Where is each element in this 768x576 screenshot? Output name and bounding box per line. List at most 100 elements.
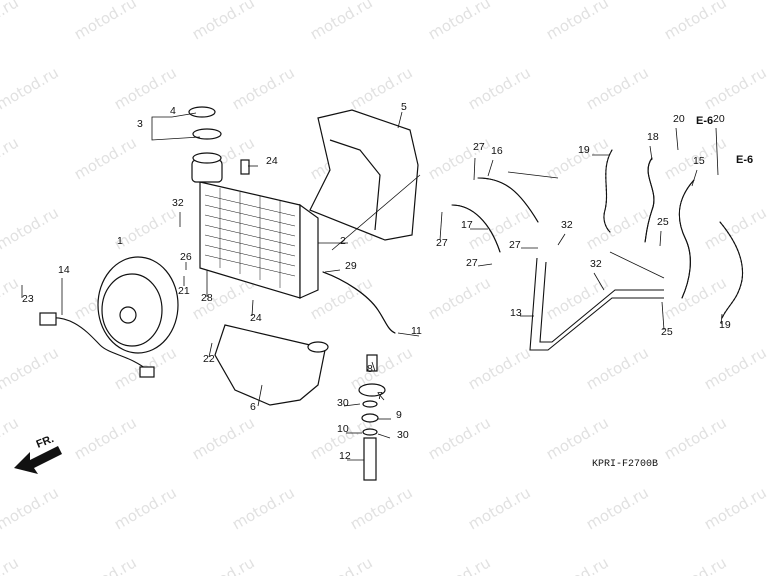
- leader-line: [659, 230, 662, 247]
- callout-32: 32: [561, 219, 573, 231]
- watermark-text: motod.ru: [543, 273, 612, 323]
- watermark-text: motod.ru: [0, 63, 62, 113]
- callout-5: 5: [401, 101, 407, 113]
- watermark-text: motod.ru: [543, 0, 612, 43]
- watermark-text: motod.ru: [71, 133, 140, 183]
- leader-line: [473, 157, 476, 181]
- watermark-text: motod.ru: [71, 0, 140, 43]
- callout-32: 32: [590, 258, 602, 270]
- watermark-text: motod.ru: [425, 0, 494, 43]
- watermark-text: motod.ru: [0, 553, 22, 576]
- watermark-text: motod.ru: [701, 203, 768, 253]
- callout-18: 18: [647, 131, 659, 143]
- watermark-text: motod.ru: [0, 203, 62, 253]
- leader-line: [691, 169, 698, 187]
- watermark-text: motod.ru: [71, 553, 140, 576]
- leader-line: [151, 116, 201, 141]
- leader-line: [593, 272, 605, 291]
- callout-2: 2: [340, 235, 346, 247]
- watermark-text: motod.ru: [111, 483, 180, 533]
- leader-line: [675, 127, 679, 151]
- leader-line: [397, 111, 403, 129]
- leader-line: [377, 433, 391, 439]
- watermark-text: motod.ru: [701, 343, 768, 393]
- watermark-text: motod.ru: [543, 133, 612, 183]
- callout-25: 25: [657, 216, 669, 228]
- watermark-text: motod.ru: [465, 483, 534, 533]
- callout-17: 17: [461, 219, 473, 231]
- leader-line: [439, 211, 443, 241]
- watermark-text: motod.ru: [661, 273, 730, 323]
- leader-line: [251, 299, 254, 317]
- hose-18: [644, 157, 655, 243]
- watermark-text: motod.ru: [583, 483, 652, 533]
- callout-16: 16: [491, 145, 503, 157]
- callout-e-6: E-6: [736, 154, 753, 166]
- callout-19: 19: [719, 319, 731, 331]
- direction-label: FR.: [35, 433, 56, 451]
- watermark-text: motod.ru: [189, 553, 258, 576]
- callout-22: 22: [203, 353, 215, 365]
- callout-14: 14: [58, 264, 70, 276]
- callout-24: 24: [250, 312, 262, 324]
- watermark-text: motod.ru: [189, 413, 258, 463]
- watermark-text: motod.ru: [71, 413, 140, 463]
- leader-line: [171, 112, 197, 118]
- callout-23: 23: [22, 293, 34, 305]
- callout-e-6: E-6: [696, 115, 713, 127]
- watermark-text: motod.ru: [347, 483, 416, 533]
- callout-7: 7: [377, 390, 383, 402]
- callout-26: 26: [180, 251, 192, 263]
- water-pipes: [529, 257, 664, 351]
- watermark-text: motod.ru: [583, 203, 652, 253]
- leader-line: [331, 174, 421, 251]
- cooling-fan: [39, 256, 179, 378]
- callout-13: 13: [510, 307, 522, 319]
- callout-27: 27: [436, 237, 448, 249]
- watermark-text: motod.ru: [0, 133, 22, 183]
- watermark-text: motod.ru: [701, 483, 768, 533]
- watermark-text: motod.ru: [307, 553, 376, 576]
- radiator: [188, 106, 319, 299]
- callout-20: 20: [673, 113, 685, 125]
- watermark-text: motod.ru: [0, 483, 62, 533]
- watermark-text: motod.ru: [0, 343, 62, 393]
- watermark-text: motod.ru: [583, 63, 652, 113]
- watermark-text: motod.ru: [465, 63, 534, 113]
- watermark-text: motod.ru: [189, 0, 258, 43]
- leader-line: [377, 392, 385, 401]
- callout-1: 1: [117, 235, 123, 247]
- watermark-text: motod.ru: [543, 553, 612, 576]
- callout-15: 15: [693, 155, 705, 167]
- watermark-text: motod.ru: [661, 0, 730, 43]
- leader-line: [343, 403, 361, 407]
- callout-27: 27: [509, 239, 521, 251]
- callout-11: 11: [411, 325, 422, 337]
- watermark-text: motod.ru: [425, 553, 494, 576]
- watermark-text: motod.ru: [701, 63, 768, 113]
- leader-line: [477, 263, 493, 267]
- callout-4: 4: [170, 105, 176, 117]
- leader-line: [720, 313, 723, 325]
- callout-24: 24: [266, 155, 278, 167]
- leader-line: [371, 361, 376, 372]
- callout-27: 27: [466, 257, 478, 269]
- callout-32: 32: [172, 197, 184, 209]
- callout-29: 29: [345, 260, 357, 272]
- watermark-text: motod.ru: [229, 483, 298, 533]
- callout-9: 9: [396, 409, 402, 421]
- leader-line: [661, 301, 665, 331]
- watermark-text: motod.ru: [583, 343, 652, 393]
- front-arrow-icon: FR.: [14, 433, 62, 474]
- callout-3: 3: [137, 118, 143, 130]
- watermark-text: motod.ru: [543, 413, 612, 463]
- callout-8: 8: [367, 363, 373, 375]
- leader-line: [324, 269, 341, 273]
- corrugated-hose-left: [603, 149, 613, 233]
- leader-lines: [21, 111, 723, 461]
- callout-28: 28: [201, 292, 213, 304]
- leader-line: [208, 342, 213, 358]
- callout-21: 21: [178, 285, 190, 297]
- reserve-tank: [214, 324, 329, 406]
